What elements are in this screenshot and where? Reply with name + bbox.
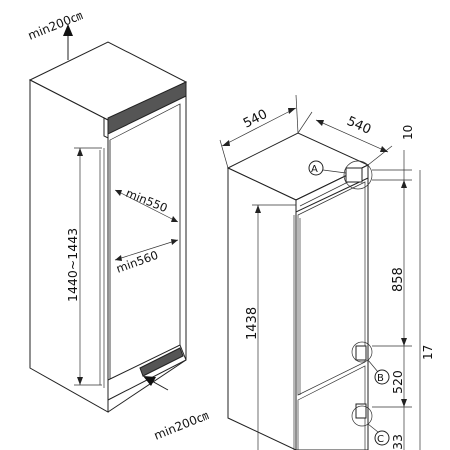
appliance bbox=[226, 132, 370, 450]
freezer-door bbox=[297, 365, 366, 450]
top-gap-label: 10 bbox=[401, 125, 415, 140]
depth-upper-line bbox=[114, 189, 179, 223]
plinth-vent bbox=[139, 347, 184, 377]
callout-badge-a bbox=[308, 160, 324, 176]
upper-section-label: 858 bbox=[391, 267, 406, 292]
arrow-up-icon bbox=[63, 24, 73, 36]
appliance-side-face bbox=[227, 167, 297, 450]
lower-section-label: 520 bbox=[390, 370, 405, 394]
niche-height-label: 1440~1443 bbox=[65, 228, 80, 302]
cabinet-niche: min550 min560 1440~1443 min200㎝ min200㎝ bbox=[26, 8, 211, 443]
top-clearance-label: min200㎝ bbox=[26, 8, 85, 43]
callout-badge-c bbox=[374, 430, 390, 446]
callout-circle-b bbox=[351, 341, 373, 363]
fridge-door bbox=[297, 181, 366, 396]
niche-opening bbox=[109, 103, 181, 381]
width-label: 540 bbox=[241, 107, 270, 132]
total-height-label: 1438 bbox=[245, 307, 260, 340]
callout-c-label: C bbox=[377, 434, 384, 445]
callout-circle-c bbox=[351, 405, 373, 427]
bottom-section-label: 33 bbox=[390, 434, 405, 450]
width-line bbox=[221, 107, 297, 147]
depth-line bbox=[315, 119, 389, 153]
callout-circle-a bbox=[343, 160, 373, 190]
callout-b-label: B bbox=[377, 373, 384, 384]
callout-a-label: A bbox=[311, 164, 318, 175]
callouts: A B C bbox=[308, 160, 390, 446]
depth-lower-line bbox=[114, 239, 179, 261]
right-total-label: 17 bbox=[421, 345, 435, 360]
depth-lower-label: min560 bbox=[114, 248, 160, 276]
callout-badge-b bbox=[374, 369, 390, 385]
depth-upper-label: min550 bbox=[124, 186, 170, 215]
appliance-dimensions: 540 540 10 858 17 520 33 1438 bbox=[219, 94, 435, 450]
arrow-left-icon bbox=[143, 376, 156, 386]
bottom-clearance-label: min200㎝ bbox=[152, 408, 211, 443]
